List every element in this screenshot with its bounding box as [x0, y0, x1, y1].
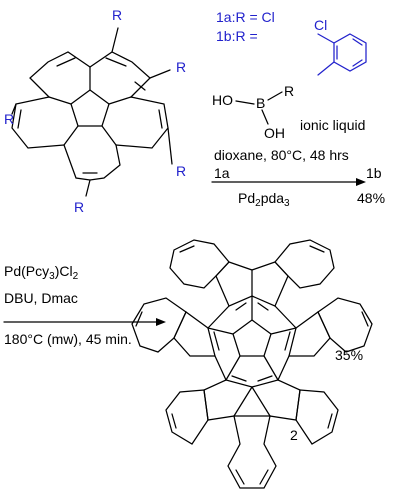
step1-catalyst: Pd2pda3	[238, 190, 290, 209]
legend-1b: 1b:R =	[216, 28, 258, 44]
boronic-b: B	[256, 95, 265, 111]
step2-catalyst: Pd(Pcy3)Cl2	[4, 263, 79, 282]
substituent-label: R	[74, 199, 84, 215]
step1-product: 1b	[366, 165, 382, 181]
boronic-bonds	[235, 91, 283, 125]
step2-conditions: 180°C (mw), 45 min.	[4, 331, 132, 347]
legend-1a: 1a:R = Cl	[216, 9, 275, 25]
substituent-label: R	[112, 7, 122, 23]
ortho-chloroaryl-structure	[317, 33, 367, 76]
step2-reagents: DBU, Dmac	[4, 290, 78, 306]
boronic-r: R	[284, 83, 294, 99]
substituent-label: R	[4, 111, 14, 127]
product-label: 2	[290, 427, 298, 443]
step2-arrow	[3, 318, 166, 326]
ortho-chloro-label: Cl	[314, 17, 327, 33]
step1-arrow	[211, 178, 366, 186]
step1-reactant: 1a	[214, 165, 230, 181]
substituent-label: R	[176, 163, 186, 179]
product-structure	[131, 239, 373, 489]
step1-yield: 48%	[357, 190, 385, 206]
step2-yield: 35%	[335, 347, 363, 363]
boronic-ho: HO	[212, 92, 233, 108]
step1-solvent: ionic liquid	[300, 117, 365, 133]
corannulene-reactant	[11, 27, 173, 197]
step1-conditions: dioxane, 80°C, 48 hrs	[214, 147, 349, 163]
substituent-label: R	[176, 59, 186, 75]
boronic-oh: OH	[264, 125, 285, 141]
